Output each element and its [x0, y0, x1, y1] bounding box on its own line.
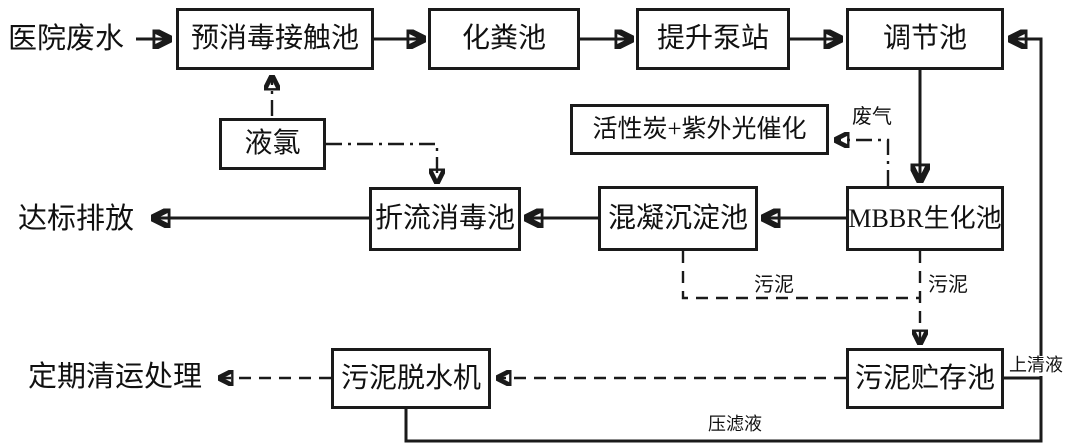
node-mbbr-tank: MBBR生化池: [846, 186, 1004, 251]
node-septic-tank: 化粪池: [428, 8, 580, 70]
edge-label-supernatant: 上清液: [1007, 355, 1065, 376]
edge-label-sludge-right: 污泥: [926, 274, 970, 296]
edge-coagulation-sludge: [681, 251, 919, 300]
node-regulating-tank: 调节池: [846, 8, 1004, 70]
node-coagulation-sedimentation-tank: 混凝沉淀池: [598, 186, 758, 251]
edge-label-waste-gas: 废气: [850, 106, 894, 128]
node-baffled-disinfection-tank: 折流消毒池: [369, 187, 521, 251]
node-liquid-chlorine: 液氯: [219, 118, 326, 170]
node-lift-pump-station: 提升泵站: [636, 8, 790, 70]
edge-label-filtrate: 压滤液: [706, 414, 764, 435]
edge-filtrate-return: [404, 39, 1043, 443]
node-activated-carbon-uv: 活性炭+紫外光催化: [570, 104, 829, 155]
node-sludge-dewatering-machine: 污泥脱水机: [331, 348, 491, 409]
label-periodic-disposal: 定期清运处理: [28, 361, 203, 393]
edge-chlorine-to-baffled: [326, 142, 437, 181]
label-hospital-wastewater: 医院废水: [8, 23, 125, 55]
node-pre-disinfection-tank: 预消毒接触池: [176, 8, 374, 70]
node-sludge-storage-tank: 污泥贮存池: [846, 348, 1004, 409]
edge-wastegas-to-uv: [837, 140, 890, 186]
label-standard-discharge: 达标排放: [18, 203, 135, 235]
edge-label-sludge-left: 污泥: [752, 274, 796, 296]
